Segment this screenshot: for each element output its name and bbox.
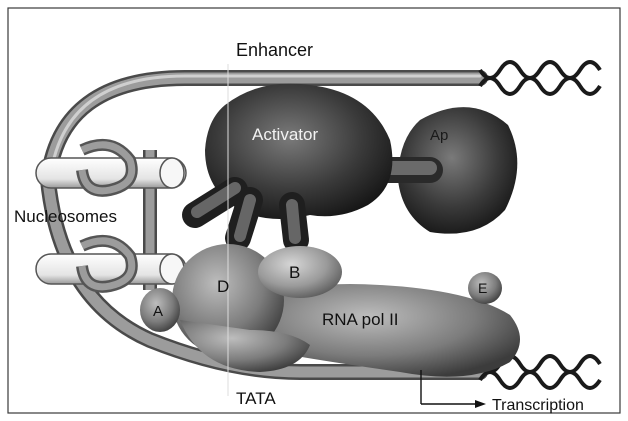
rna-pol-label: RNA pol II	[322, 310, 399, 329]
activator-label: Activator	[252, 125, 318, 144]
factor-d-label: D	[217, 277, 229, 296]
tata-label: TATA	[236, 389, 276, 408]
transcription-label: Transcription	[492, 397, 584, 414]
nucleosomes-label: Nucleosomes	[14, 207, 117, 226]
factor-a-label: A	[153, 303, 163, 320]
apm-label: Ap	[430, 127, 448, 144]
factor-e-label: E	[478, 280, 487, 296]
enhancer-label: Enhancer	[236, 40, 313, 60]
factor-b-label: B	[289, 263, 300, 282]
